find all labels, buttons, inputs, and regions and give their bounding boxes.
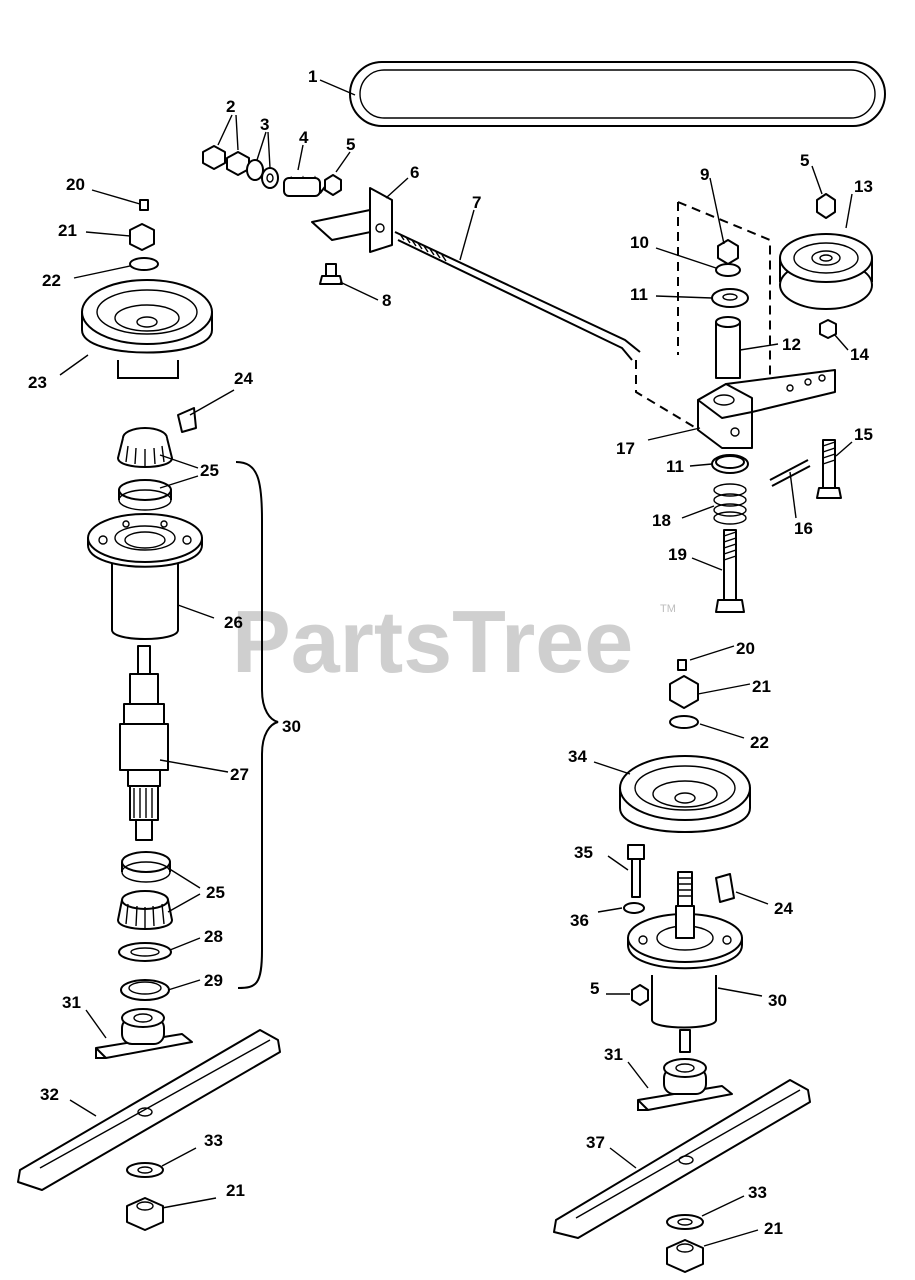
callout-23: 23 xyxy=(28,373,47,392)
idler-hardware-stack xyxy=(711,239,749,379)
callout-2: 2 xyxy=(226,97,235,116)
callout-19: 19 xyxy=(668,545,687,564)
callout-32: 32 xyxy=(40,1085,59,1104)
right-blade xyxy=(553,1079,811,1239)
idler-bracket xyxy=(311,187,393,253)
callout-34: 34 xyxy=(568,747,587,766)
callout-5-right: 5 xyxy=(800,151,809,170)
callout-26: 26 xyxy=(224,613,243,632)
callout-11-bottom: 11 xyxy=(666,457,684,476)
callout-8: 8 xyxy=(382,291,391,310)
callout-18: 18 xyxy=(652,511,671,530)
callout-15: 15 xyxy=(854,425,873,444)
idler-pulley xyxy=(779,193,873,339)
callout-1: 1 xyxy=(308,67,317,86)
callout-25-left-top: 25 xyxy=(200,461,219,480)
idler-rod xyxy=(394,231,641,361)
left-spindle-housing xyxy=(87,513,203,640)
callout-36: 36 xyxy=(570,911,589,930)
callout-31-left: 31 xyxy=(62,993,81,1012)
bolt-8 xyxy=(319,263,343,285)
right-bolt-washer xyxy=(623,844,645,914)
left-lower-bearing xyxy=(117,851,173,930)
bolt-15 xyxy=(816,439,842,499)
left-upper-bearing xyxy=(117,427,173,511)
left-blade-adapter xyxy=(95,1008,193,1059)
drive-belt xyxy=(349,61,886,127)
callout-9: 9 xyxy=(700,165,709,184)
callout-28: 28 xyxy=(204,927,223,946)
right-blade-adapter xyxy=(637,1058,733,1111)
callout-21-left-bottom: 21 xyxy=(226,1181,245,1200)
hardware-group-top xyxy=(202,145,342,197)
callout-16: 16 xyxy=(794,519,813,538)
callout-31-right: 31 xyxy=(604,1045,623,1064)
watermark-brand: PartsTree xyxy=(232,592,633,691)
right-key xyxy=(715,873,735,903)
left-key xyxy=(177,407,197,433)
callout-20-left: 20 xyxy=(66,175,85,194)
callout-22-left: 22 xyxy=(42,271,61,290)
left-washer-seal xyxy=(118,942,172,1001)
watermark-trademark: TM xyxy=(660,603,676,615)
callout-33-left: 33 xyxy=(204,1131,223,1150)
callout-6: 6 xyxy=(410,163,419,182)
right-spindle-assembly xyxy=(627,871,743,1053)
callout-21-right-top: 21 xyxy=(752,677,771,696)
idler-arm xyxy=(697,369,836,449)
right-pulley xyxy=(619,755,751,833)
left-pulley xyxy=(81,279,213,379)
callout-33-right: 33 xyxy=(748,1183,767,1202)
right-nut-5 xyxy=(631,984,649,1006)
left-spindle-shaft xyxy=(119,645,169,841)
callout-14: 14 xyxy=(850,345,869,364)
callout-17: 17 xyxy=(616,439,635,458)
callout-10: 10 xyxy=(630,233,649,252)
idler-arm-outline xyxy=(635,201,771,429)
callout-20-right: 20 xyxy=(736,639,755,658)
callout-35: 35 xyxy=(574,843,593,862)
callout-27: 27 xyxy=(230,765,249,784)
callout-labels: 1 2 3 4 5 6 7 8 20 21 22 23 24 25 26 30 … xyxy=(28,67,873,1238)
left-blade-hardware xyxy=(126,1162,164,1231)
left-spindle-hardware xyxy=(129,199,159,271)
callout-5-top: 5 xyxy=(346,135,355,154)
callout-3: 3 xyxy=(260,115,269,134)
leader-lines xyxy=(59,79,853,1247)
callout-13: 13 xyxy=(854,177,873,196)
callout-5-bottom: 5 xyxy=(590,979,599,998)
callout-11-top: 11 xyxy=(630,285,648,304)
callout-29: 29 xyxy=(204,971,223,990)
callout-30-left: 30 xyxy=(282,717,301,736)
callout-24-right: 24 xyxy=(774,899,793,918)
callout-12: 12 xyxy=(782,335,801,354)
right-spindle-hardware xyxy=(669,659,699,729)
callout-30-right: 30 xyxy=(768,991,787,1010)
left-blade xyxy=(17,1029,281,1191)
callout-21-right-bottom: 21 xyxy=(764,1219,783,1238)
callout-24-left: 24 xyxy=(234,369,253,388)
callout-7: 7 xyxy=(472,193,481,212)
callout-25-left-bottom: 25 xyxy=(206,883,225,902)
callout-4: 4 xyxy=(299,128,309,147)
idler-lower-hardware xyxy=(711,454,749,613)
callout-21-left-top: 21 xyxy=(58,221,77,240)
assembly-bracket-30 xyxy=(235,461,279,989)
callout-22-right: 22 xyxy=(750,733,769,752)
callout-37: 37 xyxy=(586,1133,605,1152)
right-blade-hardware xyxy=(666,1214,704,1273)
